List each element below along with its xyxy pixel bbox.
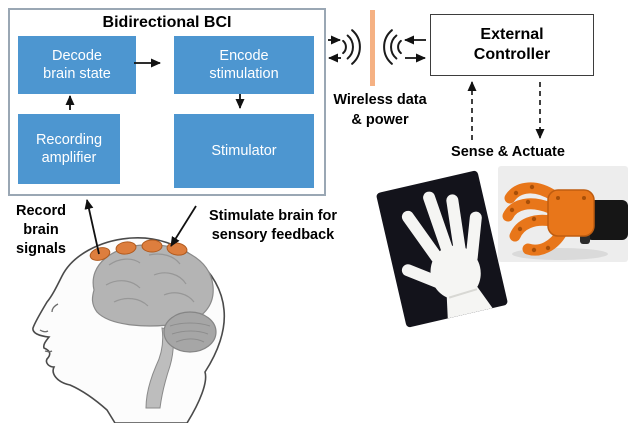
brainstem <box>145 327 174 409</box>
record-brain-signals-label: Record brain signals <box>16 203 66 257</box>
external-controller-box: External Controller <box>430 14 594 76</box>
sensor-glove-photo <box>375 170 509 328</box>
module-stimulator: Stimulator <box>174 114 314 188</box>
module-decode-brain-state: Decode brain state <box>18 36 136 94</box>
robotic-hand-photo <box>498 166 628 262</box>
wireless-waves-left <box>342 29 361 65</box>
wireless-data-power-label: Wireless data & power <box>333 92 427 129</box>
sense-actuate-label: Sense & Actuate <box>451 144 565 160</box>
module-encode-stimulation: Encode stimulation <box>174 36 314 94</box>
wireless-bar <box>370 10 375 86</box>
brain-head-illustration <box>32 237 226 423</box>
stimulate-brain-label: Stimulate brain for sensory feedback <box>208 208 338 243</box>
cerebellum <box>163 311 217 353</box>
bci-container-box: Bidirectional BCI Decode brain state Enc… <box>8 8 326 196</box>
wireless-signal-icon <box>342 10 402 86</box>
brain-gyri-lines <box>105 253 195 307</box>
glove-illustration <box>401 191 493 319</box>
bci-title: Bidirectional BCI <box>102 14 232 31</box>
wireless-waves-right <box>383 29 402 65</box>
robotic-hand-illustration <box>502 182 628 260</box>
module-recording-amplifier: Recording amplifier <box>18 114 120 184</box>
